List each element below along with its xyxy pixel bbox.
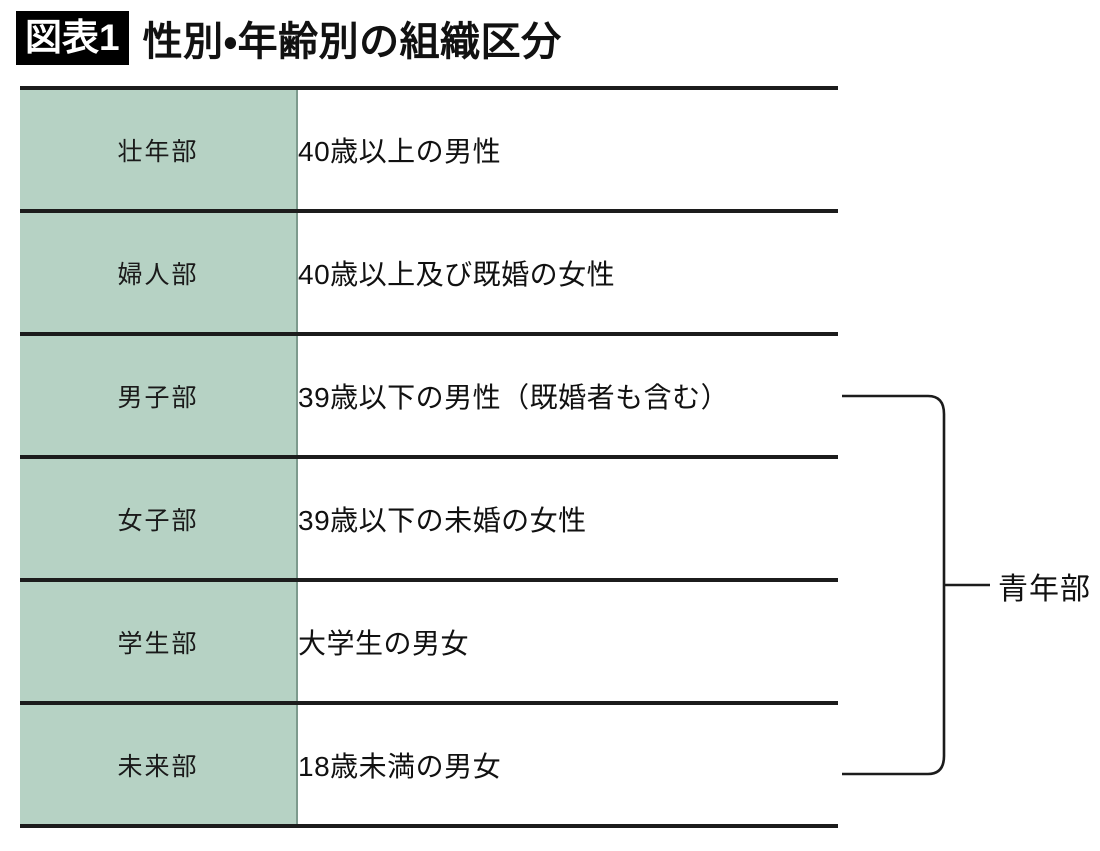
table-row: 男子部 39歳以下の男性（既婚者も含む）	[20, 332, 838, 457]
table-row: 女子部 39歳以下の未婚の女性	[20, 455, 838, 580]
table-body: 壮年部 40歳以上の男性 婦人部 40歳以上及び既婚の女性 男子部 39歳以下の…	[20, 86, 838, 828]
page-title: 図表1 性別・年齢別の組織区分	[16, 8, 562, 68]
organization-table: 壮年部 40歳以上の男性 婦人部 40歳以上及び既婚の女性 男子部 39歳以下の…	[20, 86, 838, 828]
department-description-cell: 40歳以上の男性	[297, 86, 838, 211]
department-name-cell: 学生部	[20, 578, 298, 703]
table-row: 壮年部 40歳以上の男性	[20, 86, 838, 211]
department-description-cell: 39歳以下の男性（既婚者も含む）	[297, 332, 838, 457]
department-name-cell: 未来部	[20, 701, 298, 828]
department-description-cell: 39歳以下の未婚の女性	[297, 455, 838, 580]
table-row: 学生部 大学生の男女	[20, 578, 838, 703]
grouping-bracket-label: 青年部	[998, 573, 1091, 606]
department-name-cell: 男子部	[20, 332, 298, 457]
figure-number-badge: 図表1	[16, 11, 129, 65]
department-name-cell: 壮年部	[20, 86, 298, 211]
figure-title-text: 性別・年齢別の組織区分	[142, 20, 562, 64]
department-description-cell: 40歳以上及び既婚の女性	[297, 209, 838, 334]
grouping-bracket-group: 青年部	[838, 380, 1100, 790]
department-name-cell: 女子部	[20, 455, 298, 580]
department-name-cell: 婦人部	[20, 209, 298, 334]
department-description-cell: 大学生の男女	[297, 578, 838, 703]
department-description-cell: 18歳未満の男女	[297, 701, 838, 828]
curly-bracket-icon	[842, 394, 990, 776]
table-row: 婦人部 40歳以上及び既婚の女性	[20, 209, 838, 334]
table-row: 未来部 18歳未満の男女	[20, 701, 838, 828]
